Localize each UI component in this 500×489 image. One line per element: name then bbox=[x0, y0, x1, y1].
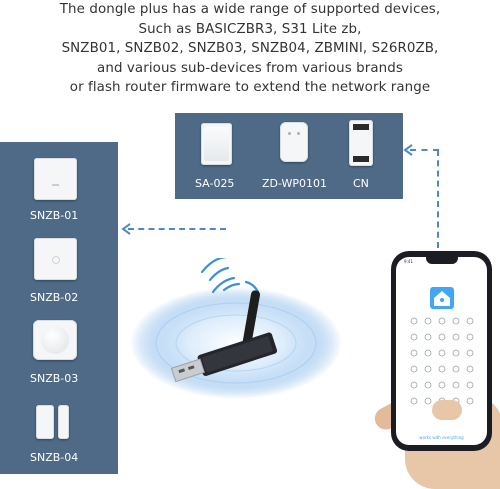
temperature-sensor-image bbox=[34, 238, 77, 280]
door-magnet-image bbox=[58, 405, 69, 439]
headline: The dongle plus has a wide range of supp… bbox=[0, 0, 500, 98]
app-footer-text: works with everything bbox=[419, 435, 464, 440]
hand-finger bbox=[432, 400, 462, 420]
zigbee-dongle-illustration bbox=[130, 258, 342, 399]
arrow-to-sensor-panel bbox=[128, 228, 226, 230]
arrow-to-router-panel bbox=[410, 149, 439, 151]
device-label: ZD-WP0101 bbox=[262, 177, 328, 190]
phone-notch bbox=[426, 257, 458, 264]
wifi-signal-icon bbox=[200, 258, 260, 294]
smart-plug-image bbox=[280, 122, 308, 162]
router-devices-panel: SA-025 ZD-WP0101 CN bbox=[175, 113, 403, 199]
headline-line: SNZB01, SNZB02, SNZB03, SNZB04, ZBMINI, … bbox=[61, 41, 439, 56]
home-assistant-icon bbox=[430, 287, 454, 309]
smartphone: 9:41 works with everything bbox=[391, 251, 492, 451]
door-sensor-image bbox=[36, 405, 54, 439]
sensor-devices-panel: SNZB-01 SNZB-02 SNZB-03 SNZB-04 bbox=[0, 142, 118, 474]
arrow-phone-up bbox=[437, 150, 439, 248]
signal-glow bbox=[130, 287, 342, 399]
device-label: SNZB-02 bbox=[30, 291, 79, 304]
arrow-head-left-icon bbox=[121, 223, 131, 235]
device-label: CN bbox=[353, 177, 369, 190]
status-time: 9:41 bbox=[404, 259, 413, 264]
motion-sensor-image bbox=[33, 320, 77, 360]
headline-line: or flash router firmware to extend the n… bbox=[69, 80, 431, 95]
device-label: SNZB-01 bbox=[30, 209, 79, 222]
antenna bbox=[240, 290, 261, 356]
basic-switch-image bbox=[349, 120, 373, 166]
usb-dongle bbox=[170, 332, 278, 383]
wall-switch-image bbox=[201, 123, 232, 165]
device-label: SA-025 bbox=[195, 177, 235, 190]
device-label: SNZB-04 bbox=[30, 451, 79, 464]
headline-line: and various sub-devices from various bra… bbox=[97, 60, 403, 76]
device-label: SNZB-03 bbox=[30, 372, 79, 385]
arrow-head-left-icon bbox=[403, 144, 413, 156]
headline-line: The dongle plus has a wide range of supp… bbox=[59, 2, 441, 17]
wireless-button-image bbox=[34, 158, 77, 200]
headline-line: Such as BASICZBR3, S31 Lite zb, bbox=[138, 21, 362, 37]
